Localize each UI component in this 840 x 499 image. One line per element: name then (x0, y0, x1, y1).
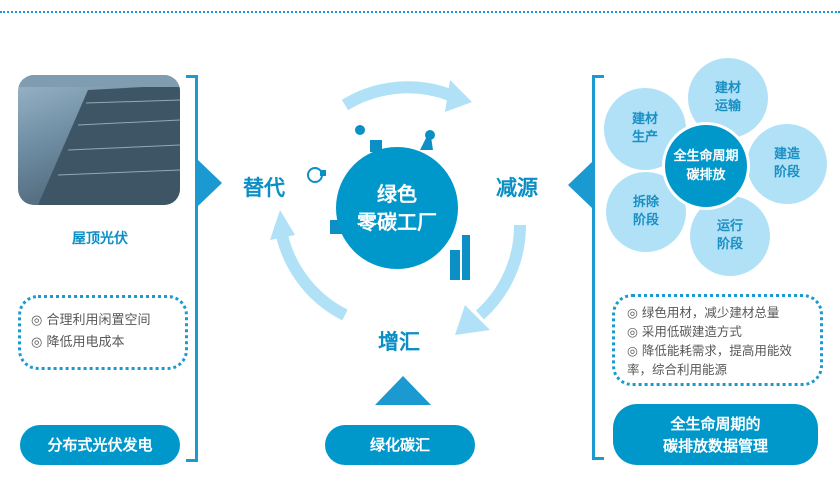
top-divider (0, 11, 840, 13)
left-benefits-box: ◎ 合理利用闲置空间 ◎ 降低用电成本 (18, 295, 188, 370)
right-bracket (592, 75, 604, 460)
rooftop-solar-photo (18, 75, 180, 205)
bullet: ◎ 采用低碳建造方式 (627, 324, 742, 339)
bullet: ◎ 降低能耗需求，提高用能效率，综合利用能源 (627, 343, 792, 377)
left-bracket (186, 75, 198, 462)
substitute-label: 替代 (243, 176, 285, 200)
core-line: 零碳工厂 (357, 210, 437, 234)
arrow-up-icon (375, 376, 431, 405)
right-benefits-box: ◎ 绿色用材，减少建材总量 ◎ 采用低碳建造方式 ◎ 降低能耗需求，提高用能效率… (612, 294, 823, 386)
bullet: ◎ 绿色用材，减少建材总量 (627, 305, 780, 320)
reduce-source-label: 减源 (496, 176, 538, 200)
arrow-left-icon (568, 162, 592, 208)
bullet: ◎ 降低用电成本 (31, 335, 125, 350)
carbon-sink-label: 增汇 (378, 330, 420, 354)
arrow-right-icon (198, 160, 222, 206)
photo-label: 屋顶光伏 (72, 231, 128, 247)
green-carbon-sink-button[interactable]: 绿化碳汇 (325, 425, 475, 465)
petal-construction: 建造阶段 (747, 124, 827, 204)
core-line: 绿色 (377, 182, 417, 206)
lifecycle-data-management-button[interactable]: 全生命周期的碳排放数据管理 (613, 404, 818, 465)
bullet: ◎ 合理利用闲置空间 (31, 313, 151, 328)
cycle-arrows (270, 80, 527, 335)
distributed-pv-button[interactable]: 分布式光伏发电 (20, 425, 180, 465)
lifecycle-emission-core: 全生命周期碳排放 (662, 122, 750, 210)
green-zero-carbon-factory-core: 绿色零碳工厂 (336, 147, 458, 269)
